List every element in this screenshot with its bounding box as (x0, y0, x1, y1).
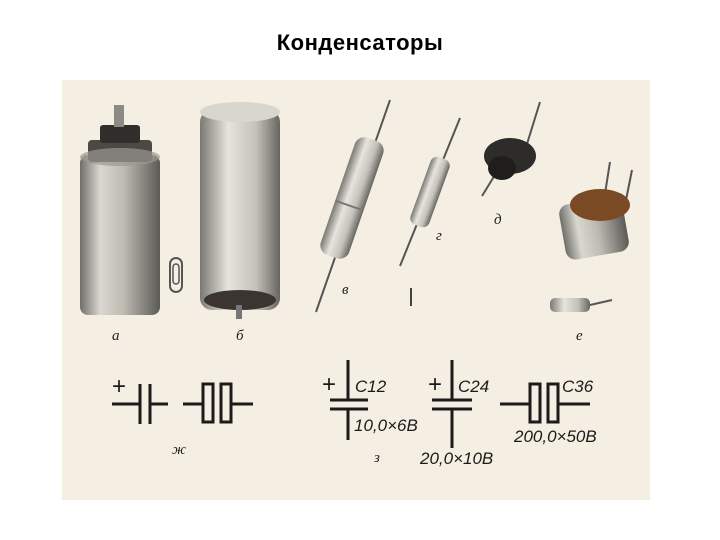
capacitor-a-body (80, 155, 160, 315)
capacitor-g (399, 117, 461, 267)
capacitor-d (481, 101, 541, 197)
schematic-c24 (432, 360, 472, 448)
c12-name: C12 (355, 377, 387, 396)
plus-sign: + (112, 373, 126, 400)
label-d: д (494, 212, 502, 228)
capacitor-b (200, 102, 280, 319)
label-zh: ж (172, 442, 186, 458)
label-e: е (576, 328, 583, 344)
capacitor-b-body (200, 110, 280, 310)
capacitor-can (559, 161, 633, 260)
plus-sign-c24: + (428, 371, 442, 398)
capacitor-a (80, 105, 160, 315)
slide-title: Конденсаторы (276, 30, 444, 55)
c36-rating: 200,0×50В (513, 427, 597, 446)
capacitor-e-body (550, 298, 590, 312)
capacitor-can-top (570, 189, 630, 221)
c12-rating: 10,0×6В (354, 416, 418, 435)
paperclip-icon (169, 257, 183, 293)
label-z: з (373, 450, 380, 466)
capacitor-b-base (204, 290, 276, 310)
schematic-zh (112, 382, 253, 424)
label-v: в (342, 282, 349, 298)
capacitor-a-terminal (114, 105, 124, 127)
capacitor-g-body (410, 156, 450, 228)
c24-name: C24 (458, 377, 489, 396)
schematic-c12 (330, 360, 368, 440)
capacitor-v (315, 99, 391, 313)
c36-name: C36 (562, 377, 594, 396)
label-a: а (112, 328, 120, 344)
schematic-c36 (500, 382, 590, 424)
label-g: г (436, 228, 442, 244)
capacitor-e (550, 298, 613, 312)
plus-sign-c12: + (322, 371, 336, 398)
label-b: б (236, 328, 244, 344)
capacitor-a-cap (100, 125, 140, 143)
c24-rating: 20,0×10В (419, 449, 493, 468)
capacitor-v-body (320, 137, 384, 259)
